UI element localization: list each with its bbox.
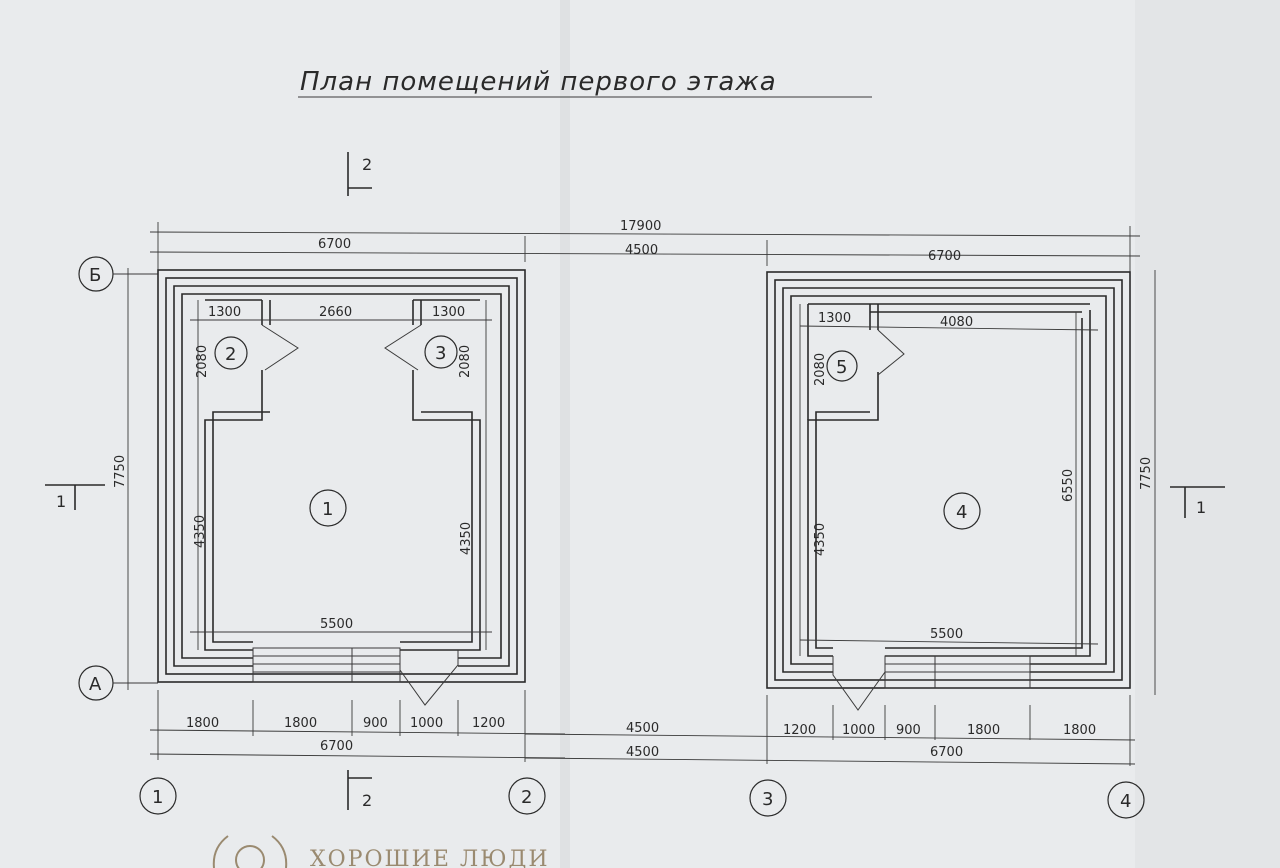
svg-text:3: 3 bbox=[762, 789, 773, 810]
svg-text:2: 2 bbox=[362, 155, 372, 174]
middle-bottom-dimensions: 4500 4500 bbox=[524, 721, 1136, 765]
left-building: 1300 2660 1300 2080 2080 4350 4350 5500 … bbox=[157, 269, 526, 706]
svg-text:4350: 4350 bbox=[193, 515, 208, 548]
svg-text:1300: 1300 bbox=[818, 311, 851, 326]
svg-text:5: 5 bbox=[836, 357, 847, 378]
svg-text:1800: 1800 bbox=[284, 716, 317, 731]
svg-text:4: 4 bbox=[1120, 791, 1131, 812]
axis-3: 3 bbox=[749, 779, 787, 817]
axis-А: А bbox=[78, 665, 158, 701]
watermark-logo: ХОРОШИЕ ЛЮДИ bbox=[212, 835, 550, 868]
svg-text:1200: 1200 bbox=[472, 716, 505, 731]
svg-text:5500: 5500 bbox=[320, 617, 353, 632]
section-mark-right: 1 bbox=[1170, 486, 1225, 518]
svg-text:3: 3 bbox=[435, 343, 446, 364]
section-mark-bottom: 2 bbox=[347, 770, 372, 810]
axis-Б: Б bbox=[78, 256, 158, 292]
svg-text:А: А bbox=[89, 674, 102, 695]
svg-text:4500: 4500 bbox=[626, 721, 659, 736]
axis-2: 2 bbox=[508, 777, 546, 815]
section-mark-left: 1 bbox=[45, 484, 105, 511]
right-bottom-dimensions: 1200 1000 900 1800 1800 6700 bbox=[766, 695, 1131, 766]
svg-text:1: 1 bbox=[1196, 498, 1206, 517]
svg-text:1300: 1300 bbox=[432, 305, 465, 320]
svg-text:2: 2 bbox=[362, 791, 372, 810]
svg-text:2080: 2080 bbox=[458, 345, 473, 378]
svg-text:6700: 6700 bbox=[930, 745, 963, 760]
svg-text:4080: 4080 bbox=[940, 315, 973, 330]
svg-text:2080: 2080 bbox=[195, 345, 210, 378]
svg-text:1800: 1800 bbox=[1063, 723, 1096, 738]
svg-text:ХОРОШИЕ ЛЮДИ: ХОРОШИЕ ЛЮДИ bbox=[310, 847, 550, 868]
svg-text:4350: 4350 bbox=[459, 522, 474, 555]
svg-text:17900: 17900 bbox=[620, 219, 661, 234]
svg-text:1000: 1000 bbox=[410, 716, 443, 731]
svg-text:4500: 4500 bbox=[626, 745, 659, 760]
svg-text:4: 4 bbox=[956, 502, 967, 523]
svg-text:4500: 4500 bbox=[625, 243, 658, 258]
svg-text:Б: Б bbox=[89, 265, 101, 286]
axis-1: 1 bbox=[139, 777, 177, 815]
svg-text:6550: 6550 bbox=[1061, 469, 1076, 502]
svg-text:1: 1 bbox=[56, 492, 66, 511]
svg-text:1000: 1000 bbox=[842, 723, 875, 738]
svg-text:1300: 1300 bbox=[208, 305, 241, 320]
svg-text:5500: 5500 bbox=[930, 627, 963, 642]
svg-text:2080: 2080 bbox=[813, 353, 828, 386]
svg-text:6700: 6700 bbox=[928, 249, 961, 264]
height-dimension-right: 7750 bbox=[1139, 270, 1156, 695]
right-building: 1300 4080 2080 4350 6550 5500 4 5 bbox=[766, 271, 1131, 711]
left-bottom-dimensions: 1800 1800 900 1000 1200 6700 bbox=[149, 690, 566, 762]
svg-text:1200: 1200 bbox=[783, 723, 816, 738]
section-mark-top: 2 bbox=[347, 152, 372, 196]
svg-text:7750: 7750 bbox=[113, 455, 128, 488]
svg-text:2: 2 bbox=[521, 787, 532, 808]
svg-text:1: 1 bbox=[322, 499, 333, 520]
plan-title: План помещений первого этажа bbox=[300, 67, 777, 97]
axis-4: 4 bbox=[1107, 781, 1145, 819]
svg-text:2660: 2660 bbox=[319, 305, 352, 320]
svg-text:1800: 1800 bbox=[967, 723, 1000, 738]
svg-text:1800: 1800 bbox=[186, 716, 219, 731]
svg-text:1: 1 bbox=[152, 787, 163, 808]
svg-text:2: 2 bbox=[225, 344, 236, 365]
svg-text:900: 900 bbox=[363, 716, 388, 731]
height-dimension-left: 7750 bbox=[113, 268, 129, 690]
overall-dimensions-top: 17900 6700 4500 6700 bbox=[149, 219, 1141, 272]
svg-text:7750: 7750 bbox=[1139, 457, 1154, 490]
svg-text:6700: 6700 bbox=[320, 739, 353, 754]
svg-text:6700: 6700 bbox=[318, 237, 351, 252]
svg-text:900: 900 bbox=[896, 723, 921, 738]
svg-text:4350: 4350 bbox=[813, 523, 828, 556]
